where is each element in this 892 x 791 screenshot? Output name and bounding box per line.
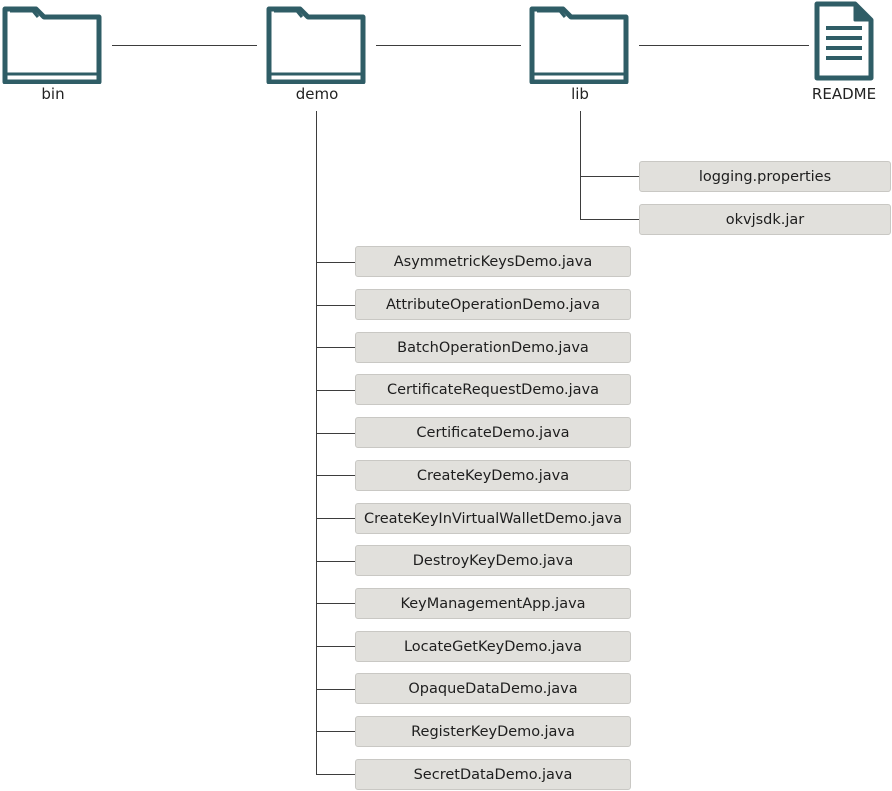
connector-lib-readme: [639, 45, 809, 46]
file-attribute-operation-demo: AttributeOperationDemo.java: [355, 289, 631, 320]
file-certificate-request-demo: CertificateRequestDemo.java: [355, 374, 631, 405]
file-create-key-in-virtual-wallet-demo: CreateKeyInVirtualWalletDemo.java: [355, 503, 631, 534]
lib-folder-icon: [529, 6, 629, 84]
lib-label: lib: [571, 85, 589, 103]
file-key-management-app: KeyManagementApp.java: [355, 588, 631, 619]
demo-branch-2: [316, 347, 355, 348]
connector-bin-demo: [112, 45, 257, 46]
demo-branch-11: [316, 731, 355, 732]
file-logging-properties: logging.properties: [639, 161, 891, 192]
bin-label: bin: [41, 85, 65, 103]
lib-branch-0: [580, 176, 639, 177]
readme-label: README: [811, 85, 877, 103]
demo-branch-7: [316, 561, 355, 562]
file-register-key-demo: RegisterKeyDemo.java: [355, 716, 631, 747]
readme-document-icon: [814, 1, 874, 81]
file-secret-data-demo: SecretDataDemo.java: [355, 759, 631, 790]
file-batch-operation-demo: BatchOperationDemo.java: [355, 332, 631, 363]
lib-branch-1: [580, 219, 639, 220]
file-okvjsdk-jar: okvjsdk.jar: [639, 204, 891, 235]
demo-branch-8: [316, 603, 355, 604]
file-opaque-data-demo: OpaqueDataDemo.java: [355, 673, 631, 704]
file-destroy-key-demo: DestroyKeyDemo.java: [355, 545, 631, 576]
demo-branch-10: [316, 689, 355, 690]
demo-branch-6: [316, 518, 355, 519]
demo-label: demo: [295, 85, 339, 103]
connector-demo-lib: [376, 45, 521, 46]
demo-branch-9: [316, 646, 355, 647]
demo-folder-icon: [266, 6, 366, 84]
file-certificate-demo: CertificateDemo.java: [355, 417, 631, 448]
file-asymmetric-keys-demo: AsymmetricKeysDemo.java: [355, 246, 631, 277]
demo-branch-1: [316, 305, 355, 306]
lib-trunk-line: [580, 111, 581, 219]
demo-branch-4: [316, 433, 355, 434]
demo-branch-5: [316, 475, 355, 476]
bin-folder-icon: [2, 6, 102, 84]
demo-branch-12: [316, 774, 355, 775]
demo-branch-3: [316, 390, 355, 391]
demo-branch-0: [316, 262, 355, 263]
demo-trunk-line: [316, 111, 317, 774]
file-create-key-demo: CreateKeyDemo.java: [355, 460, 631, 491]
file-locate-get-key-demo: LocateGetKeyDemo.java: [355, 631, 631, 662]
